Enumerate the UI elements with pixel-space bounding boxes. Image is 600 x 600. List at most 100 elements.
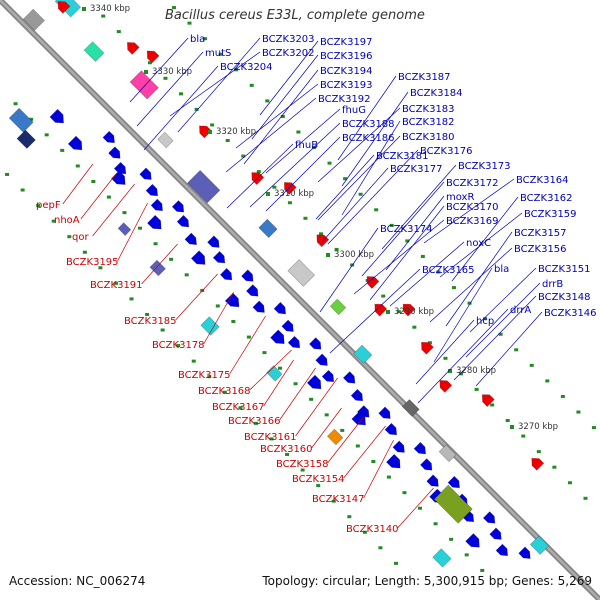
forward-label-leader xyxy=(451,196,519,282)
reverse-label-leader xyxy=(117,202,148,262)
reverse-gene-arrow xyxy=(283,182,297,195)
track-tick xyxy=(334,247,339,251)
forward-gene-label: BCZK3203 xyxy=(262,34,315,45)
track-tick xyxy=(443,356,448,360)
reverse-gene-label: nhoA xyxy=(54,215,80,226)
reverse-gene-arrow xyxy=(374,303,388,317)
track-tick xyxy=(246,335,251,339)
track-tick xyxy=(278,366,283,370)
forward-gene-label: BCZK3188 xyxy=(342,119,395,130)
reverse-label-leader xyxy=(327,416,364,464)
track-tick xyxy=(378,546,383,550)
forward-gene-arrow xyxy=(171,200,185,213)
forward-label-leader xyxy=(417,308,509,404)
track-tick xyxy=(319,232,324,236)
forward-gene-label: BCZK3170 xyxy=(446,202,499,213)
feature-box xyxy=(83,41,105,62)
track-tick xyxy=(145,312,150,316)
track-tick xyxy=(163,76,168,80)
track-tick xyxy=(138,226,143,230)
forward-gene-arrow xyxy=(184,232,197,246)
forward-gene-label: BCZK3204 xyxy=(220,62,273,73)
forward-gene-arrow xyxy=(146,214,162,230)
track-tick xyxy=(358,192,363,196)
forward-label-leader xyxy=(259,40,319,116)
forward-gene-arrow xyxy=(110,170,126,185)
reverse-label-leader xyxy=(80,172,118,220)
reverse-label-leader xyxy=(229,315,266,375)
forward-gene-arrow xyxy=(350,388,364,402)
scale-tick-label: 3270 kbp xyxy=(518,422,558,432)
reverse-gene-arrow xyxy=(481,394,495,408)
track-tick xyxy=(427,341,432,345)
forward-gene-label: BCZK3181 xyxy=(376,151,429,162)
forward-label-leader xyxy=(251,54,319,140)
track-tick xyxy=(576,410,581,414)
forward-label-leader xyxy=(249,122,341,208)
forward-label-leader xyxy=(327,149,419,245)
feature-box xyxy=(287,259,316,287)
track-tick xyxy=(101,14,106,18)
forward-gene-arrow xyxy=(482,511,496,524)
reverse-gene-label: qor xyxy=(72,232,89,243)
feature-box xyxy=(200,316,220,336)
forward-label-leader xyxy=(317,107,401,183)
forward-gene-label: drrA xyxy=(510,305,531,316)
track-tick xyxy=(418,506,423,510)
forward-gene-label: BCZK3186 xyxy=(342,133,395,144)
track-tick xyxy=(505,419,510,423)
track-tick xyxy=(324,413,329,417)
track-tick xyxy=(402,491,407,495)
forward-gene-arrow xyxy=(287,335,301,349)
feature-box xyxy=(329,298,347,316)
forward-label-leader xyxy=(265,136,341,212)
reverse-gene-label: BCZK3140 xyxy=(346,524,399,535)
scale-tick-mark xyxy=(386,310,390,314)
forward-label-leader xyxy=(265,108,341,174)
track-tick xyxy=(591,426,596,430)
feature-box xyxy=(117,222,132,236)
track-tick xyxy=(464,553,469,557)
track-tick xyxy=(420,254,425,258)
reverse-gene-label: BCZK3167 xyxy=(212,402,265,413)
track-tick xyxy=(82,250,87,254)
track-tick xyxy=(129,297,134,301)
track-tick xyxy=(222,390,227,394)
track-tick xyxy=(362,530,367,534)
track-tick xyxy=(36,204,41,208)
forward-gene-arrow xyxy=(342,371,356,384)
forward-gene-arrow xyxy=(252,300,265,313)
forward-gene-arrow xyxy=(419,458,433,471)
reverse-label-leader xyxy=(363,439,394,499)
track-tick xyxy=(203,37,208,41)
scale-tick-label: 3320 kbp xyxy=(216,127,256,137)
reverse-gene-label: BCZK3161 xyxy=(244,432,297,443)
forward-label-leader xyxy=(341,91,409,187)
forward-label-leader xyxy=(317,135,401,221)
forward-gene-label: BCZK3165 xyxy=(422,265,475,276)
reverse-gene-label: BCZK3195 xyxy=(66,257,119,268)
forward-label-leader xyxy=(243,69,319,165)
track-tick xyxy=(340,428,345,432)
forward-gene-label: BCZK3176 xyxy=(420,146,473,157)
forward-gene-label: BCZK3193 xyxy=(320,80,373,91)
track-tick xyxy=(176,344,181,348)
track-tick xyxy=(215,304,220,308)
track-tick xyxy=(187,21,192,25)
forward-gene-label: BCZK3162 xyxy=(520,193,573,204)
track-tick xyxy=(490,403,495,407)
forward-gene-label: BCZK3173 xyxy=(458,161,511,172)
forward-gene-label: BCZK3180 xyxy=(402,132,455,143)
forward-label-leader xyxy=(465,282,541,358)
track-tick xyxy=(316,484,321,488)
track-tick xyxy=(169,257,174,261)
feature-box xyxy=(16,129,36,149)
track-tick xyxy=(386,475,391,479)
reverse-gene-label: BCZK3158 xyxy=(276,459,329,470)
forward-gene-label: mutS xyxy=(205,48,231,59)
track-tick xyxy=(498,332,503,336)
forward-label-leader xyxy=(136,51,204,127)
track-tick xyxy=(293,382,298,386)
forward-gene-arrow xyxy=(413,441,427,455)
